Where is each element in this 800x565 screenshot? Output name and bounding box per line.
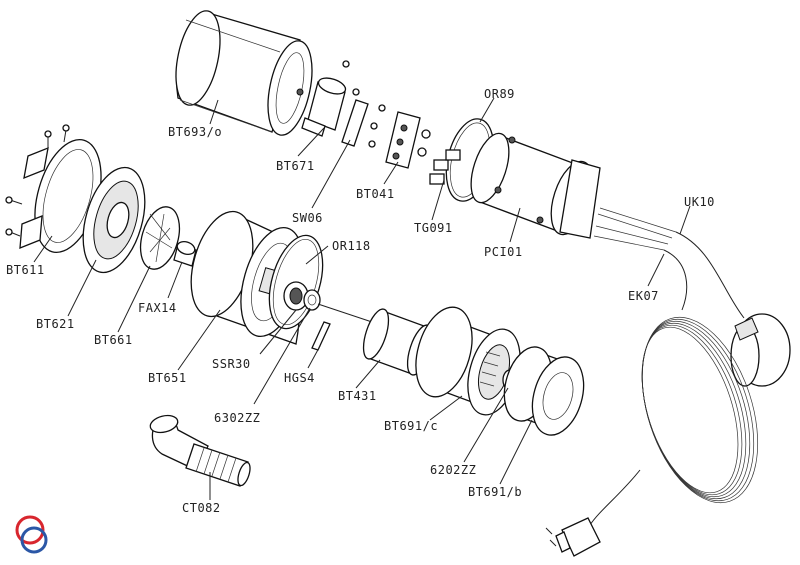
part-bt693o bbox=[175, 10, 313, 136]
part-bt691b bbox=[503, 346, 585, 436]
part-bt621 bbox=[82, 166, 146, 274]
part-bt661 bbox=[139, 206, 181, 270]
label-bt621: BT621 bbox=[36, 317, 75, 331]
label-bt611: BT611 bbox=[6, 263, 45, 277]
part-hgs4 bbox=[311, 321, 331, 351]
part-pci01 bbox=[470, 132, 601, 239]
label-hgs4: HGS4 bbox=[284, 371, 315, 385]
part-ct082 bbox=[149, 414, 251, 487]
part-uk10-float bbox=[730, 313, 791, 387]
label-fax14: FAX14 bbox=[138, 301, 177, 315]
part-labels: BT693/o BT671 SW06 BT041 OR89 TG091 PCI0… bbox=[6, 87, 715, 515]
part-tg091 bbox=[429, 149, 461, 185]
label-bt691b: BT691/b bbox=[468, 485, 522, 499]
part-bt691c bbox=[415, 306, 521, 416]
label-6302zz: 6302ZZ bbox=[214, 411, 260, 425]
label-ct082: CT082 bbox=[182, 501, 221, 515]
cable-wires bbox=[593, 207, 745, 319]
label-or118: OR118 bbox=[332, 239, 371, 253]
part-bt671 bbox=[301, 60, 360, 137]
label-sw06: SW06 bbox=[292, 211, 323, 225]
label-bt041: BT041 bbox=[356, 187, 395, 201]
label-6202zz: 6202ZZ bbox=[430, 463, 476, 477]
logo bbox=[15, 515, 48, 554]
part-sw06 bbox=[341, 99, 386, 148]
part-bt041 bbox=[385, 111, 431, 169]
label-ssr30: SSR30 bbox=[212, 357, 251, 371]
label-bt691c: BT691/c bbox=[384, 419, 438, 433]
label-bt693o: BT693/o bbox=[168, 125, 222, 139]
label-bt661: BT661 bbox=[94, 333, 133, 347]
part-ek07-coil bbox=[589, 316, 759, 526]
label-pci01: PCI01 bbox=[484, 245, 523, 259]
part-ssr30 bbox=[283, 281, 309, 311]
part-6302zz bbox=[303, 289, 321, 311]
label-bt651: BT651 bbox=[148, 371, 187, 385]
label-tg091: TG091 bbox=[414, 221, 453, 235]
leader-lines bbox=[33, 97, 691, 500]
label-ek07: EK07 bbox=[628, 289, 659, 303]
label-bt671: BT671 bbox=[276, 159, 315, 173]
label-bt431: BT431 bbox=[338, 389, 377, 403]
part-plug bbox=[545, 517, 601, 557]
label-uk10: UK10 bbox=[684, 195, 715, 209]
part-fax14 bbox=[173, 241, 197, 267]
label-or89: OR89 bbox=[484, 87, 515, 101]
